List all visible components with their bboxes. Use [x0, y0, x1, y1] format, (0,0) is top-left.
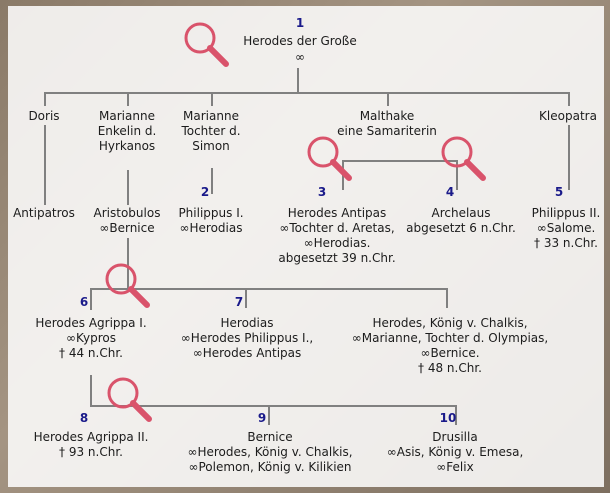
marianne2-stem [211, 92, 213, 106]
aristobulos-child-line [127, 238, 129, 288]
kleopatra-child-line [568, 125, 570, 190]
person-bernice: Bernice∞Herodes, König v. Chalkis,∞Polem… [187, 430, 353, 474]
archelaus-line [456, 160, 458, 190]
marriage-symbol: ∞ [295, 50, 305, 64]
magnifier-zoom-icon [307, 136, 352, 181]
person-herodes-agrippa-1: Herodes Agrippa I.∞Kypros† 44 n.Chr. [35, 316, 147, 360]
root-stem [297, 68, 299, 92]
herodias-line [245, 288, 247, 308]
bernice-line [268, 405, 270, 425]
person-number: 2 [200, 185, 210, 199]
person-herodes-chalkis: Herodes, König v. Chalkis,∞Marianne, Toc… [351, 316, 549, 375]
person-philippus-1: Philippus I.∞Herodias [178, 206, 244, 235]
wives-bar [44, 92, 568, 94]
magnifier-zoom-icon[interactable] [180, 18, 232, 70]
person-number: 7 [234, 295, 244, 309]
wife-doris: Doris [28, 109, 60, 123]
person-number: 8 [79, 411, 89, 425]
person-philippus-2: Philippus II.∞Salome.† 33 n.Chr. [531, 206, 601, 250]
person-antipatros: Antipatros [13, 206, 75, 220]
person-number: 9 [257, 411, 267, 425]
chalkis-line [446, 288, 448, 308]
malthake-stem [387, 92, 389, 106]
magnifier-zoom-icon[interactable] [101, 259, 153, 311]
agrippa1-line [90, 288, 92, 310]
magnifier-zoom-icon[interactable] [303, 132, 355, 184]
person-number: 5 [554, 185, 564, 199]
drusilla-line [455, 405, 457, 425]
person-number: 6 [79, 295, 89, 309]
magnifier-zoom-icon[interactable] [103, 373, 155, 425]
person-herodes-agrippa-2: Herodes Agrippa II.† 93 n.Chr. [33, 430, 149, 459]
person-herodias: Herodias∞Herodes Philippus I.,∞Herodes A… [180, 316, 314, 360]
person-drusilla: Drusilla∞Asis, König v. Emesa,∞Felix [386, 430, 524, 474]
magnifier-zoom-icon [105, 263, 150, 308]
agrippa1-children-bar [90, 405, 455, 407]
person-number: 10 [439, 411, 457, 425]
kleopatra-stem [568, 92, 570, 106]
person-number: 4 [445, 185, 455, 199]
magnifier-zoom-icon[interactable] [437, 132, 489, 184]
aristobulos-children-bar [90, 288, 448, 290]
doris-stem [44, 92, 46, 106]
magnifier-zoom-icon [107, 377, 152, 422]
marianne1-child-line [127, 170, 129, 205]
person-aristobulos: Aristobulos∞Bernice [93, 206, 161, 235]
root-name: Herodes der Große [243, 34, 357, 48]
magnifier-zoom-icon [441, 136, 486, 181]
malthake-children-bar [342, 160, 456, 162]
doris-child-line [44, 125, 46, 205]
agrippa1-child-line [90, 375, 92, 405]
wife-kleopatra: Kleopatra [539, 109, 597, 123]
person-number: 3 [317, 185, 327, 199]
person-number: 1 [295, 16, 305, 30]
marianne2-child-line [211, 168, 213, 194]
magnifier-zoom-icon [184, 22, 229, 67]
person-herodes-antipas: Herodes Antipas∞Tochter d. Aretas,∞Herod… [278, 206, 396, 265]
marianne1-stem [127, 92, 129, 106]
